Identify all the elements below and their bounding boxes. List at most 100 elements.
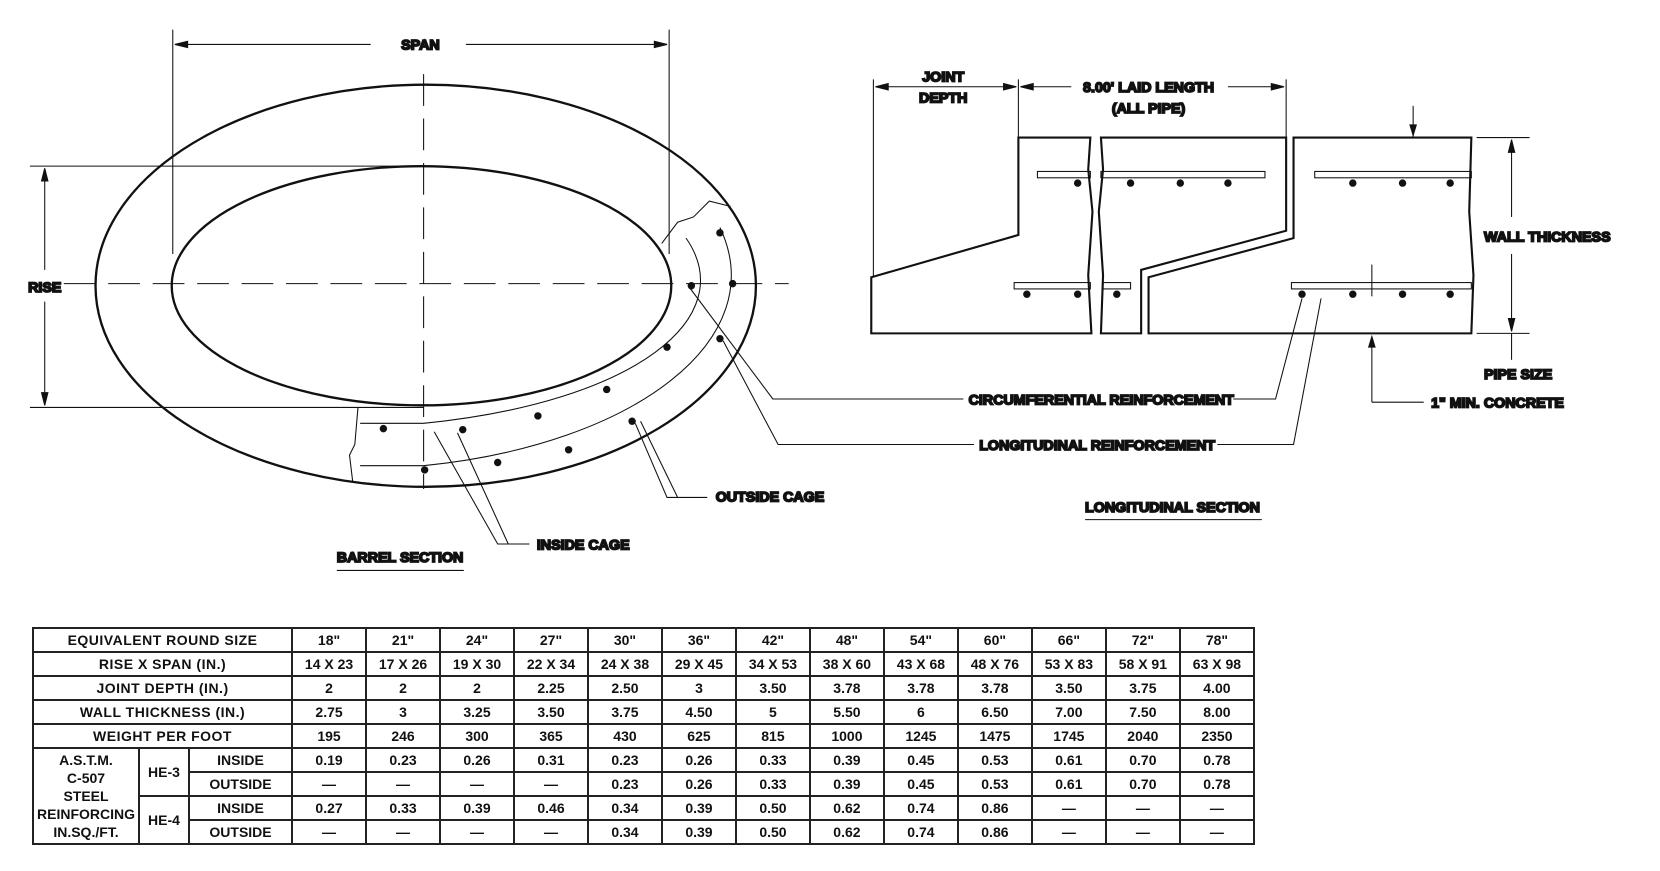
dimensions xyxy=(29,29,1262,571)
table-cell: 0.26 xyxy=(660,771,737,797)
table-cell: 6 xyxy=(882,699,959,725)
table-cell: 0.33 xyxy=(734,771,811,797)
table-cell: — xyxy=(1178,819,1256,845)
rebar-dots xyxy=(379,229,737,474)
table-cell: 0.26 xyxy=(660,747,737,773)
table-cell: 0.23 xyxy=(365,747,442,773)
row-header: WALL THICKNESS (IN.) xyxy=(31,699,294,725)
wall-thickness-label: WALL THICKNESS xyxy=(1484,229,1611,245)
table-cell: 5.50 xyxy=(808,699,885,725)
long-dimensions xyxy=(872,79,1530,446)
laid-length-label: 8.00' LAID LENGTH xyxy=(1083,80,1214,96)
table-cell: 8.00 xyxy=(1178,699,1256,725)
table-cell: 3 xyxy=(365,699,442,725)
table-cell: 365 xyxy=(513,723,589,749)
table-cell: 0.23 xyxy=(586,747,663,773)
table-cell: 2 xyxy=(365,675,442,701)
table-cell: 21" xyxy=(365,627,442,653)
table-cell: 63 X 98 xyxy=(1178,651,1256,677)
joint-label: JOINT xyxy=(922,69,964,85)
table-cell: 48 X 76 xyxy=(956,651,1033,677)
inside-label: INSIDE xyxy=(187,747,294,773)
table-cell: 0.34 xyxy=(586,819,663,845)
circumferential-reinforcement-label: CIRCUMFERENTIAL REINFORCEMENT xyxy=(969,392,1235,408)
span-label: SPAN xyxy=(401,38,440,54)
pipe-left xyxy=(870,136,1094,335)
table-cell: 3.78 xyxy=(808,675,885,701)
table-cell: 2040 xyxy=(1104,723,1181,749)
table-cell: 42" xyxy=(734,627,811,653)
pipe-size-label: PIPE SIZE xyxy=(1484,367,1552,383)
table-cell: 0.50 xyxy=(734,795,811,821)
table-cell: — xyxy=(365,819,442,845)
table-cell: 0.61 xyxy=(1030,771,1107,797)
table-cell: 3.50 xyxy=(1030,675,1107,701)
table-cell: 3.75 xyxy=(1104,675,1181,701)
table-cell: 246 xyxy=(365,723,442,749)
table-cell: 7.50 xyxy=(1104,699,1181,725)
table-cell: 0.27 xyxy=(291,795,368,821)
outside-cage-line xyxy=(360,227,732,467)
min-concrete-label: 1" MIN. CONCRETE xyxy=(1431,395,1564,411)
astm-label-line: IN.SQ./FT. xyxy=(53,824,119,840)
table-cell: 0.62 xyxy=(808,819,885,845)
table-cell: — xyxy=(291,771,368,797)
table-cell: 0.39 xyxy=(808,771,885,797)
table-cell: 1475 xyxy=(956,723,1033,749)
table-cell: 6.50 xyxy=(956,699,1033,725)
table-cell: 54" xyxy=(882,627,959,653)
table-cell: 625 xyxy=(660,723,737,749)
table-cell: — xyxy=(439,819,515,845)
table-cell: 0.34 xyxy=(586,795,663,821)
table-cell: 5 xyxy=(734,699,811,725)
astm-label-line: C-507 xyxy=(66,770,106,786)
table-cell: 0.86 xyxy=(956,795,1033,821)
table-cell: 0.70 xyxy=(1104,747,1181,773)
table-cell: 4.50 xyxy=(660,699,737,725)
table-cell: — xyxy=(513,771,589,797)
table-cell: 36" xyxy=(660,627,737,653)
table-cell: 430 xyxy=(586,723,663,749)
table-cell: 0.78 xyxy=(1178,747,1256,773)
row-header: JOINT DEPTH (IN.) xyxy=(31,675,294,701)
table-cell: 0.61 xyxy=(1030,747,1107,773)
table-cell: 48" xyxy=(808,627,885,653)
pipe-right xyxy=(1147,136,1475,335)
he3-label: HE-3 xyxy=(138,747,190,797)
depth-label: DEPTH xyxy=(919,91,967,107)
table-cell: 0.86 xyxy=(956,819,1033,845)
table-cell: — xyxy=(1104,819,1181,845)
barrel-section-title: BARREL SECTION xyxy=(337,550,464,566)
table-cell: 0.39 xyxy=(660,795,737,821)
table-cell: 0.39 xyxy=(439,795,515,821)
table-cell: — xyxy=(1178,795,1256,821)
table-cell: 3.50 xyxy=(734,675,811,701)
rebars xyxy=(1013,170,1472,290)
break-line xyxy=(661,200,731,244)
table-cell: 0.23 xyxy=(586,771,663,797)
table-cell: 2350 xyxy=(1178,723,1256,749)
longitudinal-section-title: LONGITUDINAL SECTION xyxy=(1085,500,1260,516)
table-cell: 0.53 xyxy=(956,771,1033,797)
table-cell: 34 X 53 xyxy=(734,651,811,677)
table-cell: 14 X 23 xyxy=(291,651,368,677)
table-cell: 0.78 xyxy=(1178,771,1256,797)
table-cell: 0.46 xyxy=(513,795,589,821)
rebar-dots xyxy=(1023,179,1454,298)
table-cell: 24" xyxy=(439,627,515,653)
row-header: WEIGHT PER FOOT xyxy=(31,723,294,749)
outside-label: OUTSIDE xyxy=(187,819,294,845)
table-cell: 2.50 xyxy=(586,675,663,701)
table-cell: 0.33 xyxy=(365,795,442,821)
table-cell: — xyxy=(439,771,515,797)
table-cell: 2.25 xyxy=(513,675,589,701)
